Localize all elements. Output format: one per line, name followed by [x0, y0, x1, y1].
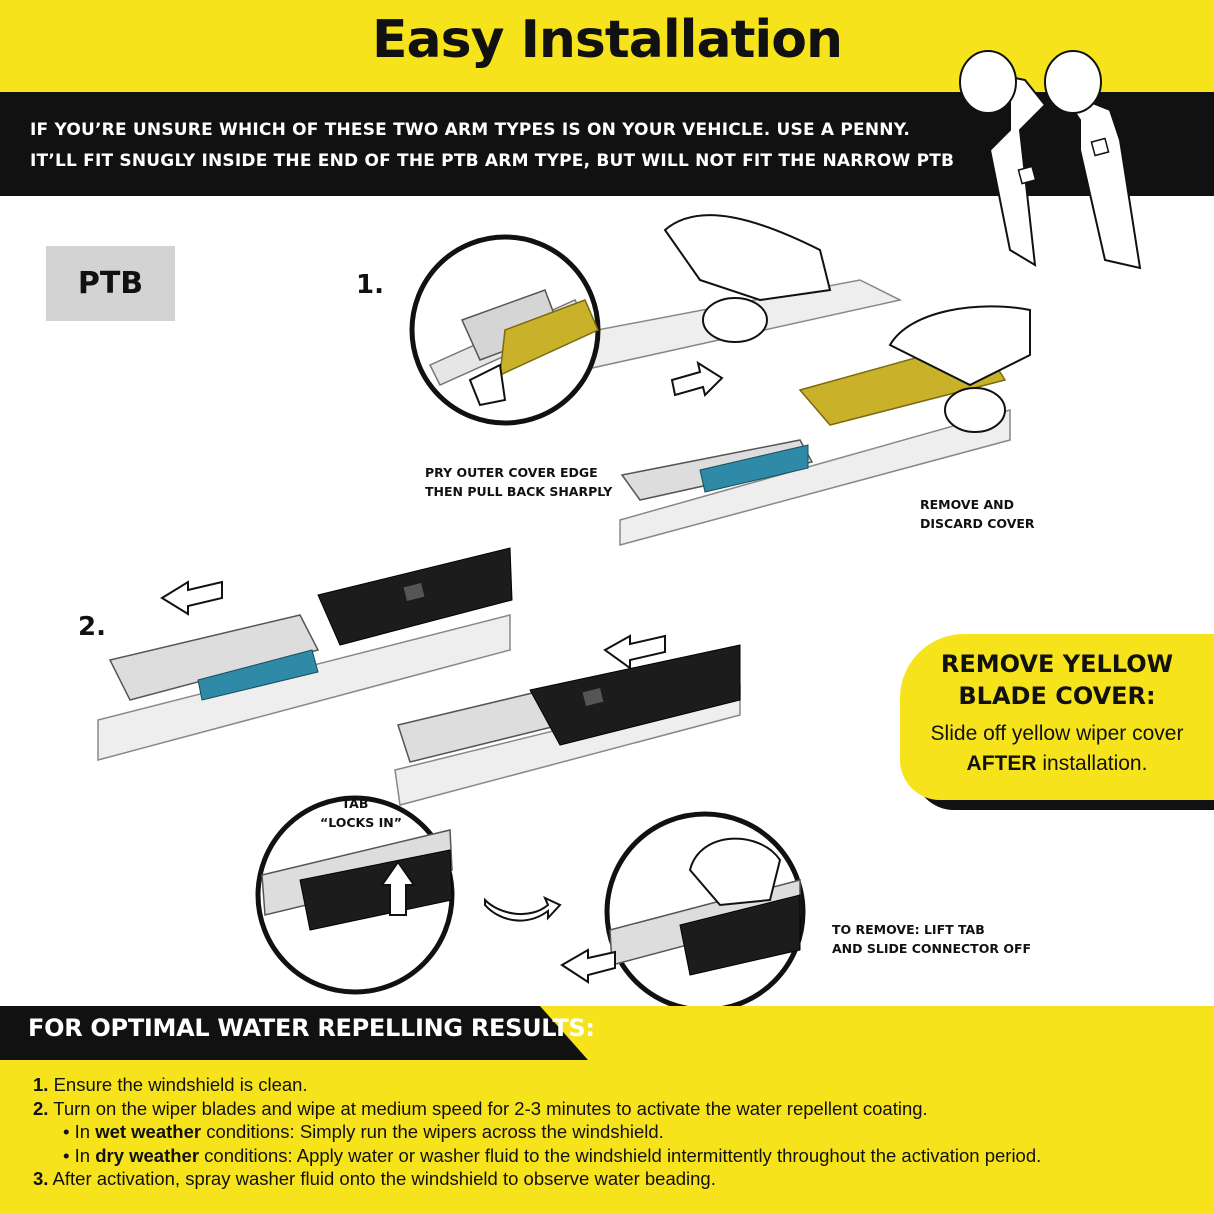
- callout-text-line-2: AFTER installation.: [900, 752, 1214, 776]
- step1-caption-remove-line-2: DISCARD COVER: [920, 516, 1035, 531]
- penny-arm-illustration: [959, 50, 1142, 270]
- step1-caption-pry-line-1: PRY OUTER COVER EDGE: [425, 465, 598, 480]
- list-item-text: Turn on the wiper blades and wipe at med…: [48, 1097, 928, 1119]
- arrow-right-icon: [670, 360, 724, 397]
- step1-caption-remove: REMOVE AND DISCARD COVER: [920, 495, 1035, 533]
- list-item: 3. After activation, spray washer fluid …: [33, 1167, 1203, 1191]
- results-heading: FOR OPTIMAL WATER REPELLING RESULTS:: [28, 1014, 595, 1042]
- list-item-number: 2.: [33, 1097, 49, 1119]
- bullet-prefix: • In: [63, 1144, 96, 1166]
- list-item: 1. Ensure the windshield is clean.: [33, 1073, 1203, 1097]
- remove-tab-caption-line-1: TO REMOVE: LIFT TAB: [832, 922, 985, 937]
- tab-locks-caption-line-1: TAB: [341, 796, 369, 811]
- callout-title-line-1: REMOVE YELLOW: [940, 650, 1174, 678]
- tab-lock-magnifier: [255, 795, 455, 995]
- list-item-number: 1.: [33, 1074, 49, 1095]
- list-subitem: • In wet weather conditions: Simply run …: [33, 1120, 1203, 1144]
- list-item-number: 3.: [33, 1168, 49, 1189]
- bullet-text: conditions: Simply run the wipers across…: [201, 1121, 664, 1142]
- curved-arrow-icon: [484, 895, 562, 922]
- callout-body: [900, 634, 1214, 800]
- slide-off-arrow-icon: [560, 948, 616, 984]
- step1-caption-remove-line-1: REMOVE AND: [920, 497, 1014, 512]
- bullet-prefix: • In: [63, 1121, 96, 1142]
- step1-caption-pry-line-2: THEN PULL BACK SHARPLY: [425, 484, 613, 499]
- remove-magnifier: [604, 811, 806, 1013]
- arrow-left-icon: [160, 580, 666, 670]
- callout-text-rest: installation.: [1036, 752, 1148, 775]
- step1-caption-pry: PRY OUTER COVER EDGE THEN PULL BACK SHAR…: [425, 463, 612, 501]
- callout-text-bold: AFTER: [966, 752, 1037, 775]
- notice-line-2: IT’LL FIT SNUGLY INSIDE THE END OF THE P…: [30, 151, 955, 171]
- list-subitem: • In dry weather conditions: Apply water…: [33, 1144, 1203, 1168]
- step2-assembly-b: [394, 644, 741, 806]
- bullet-emphasis: dry weather: [95, 1144, 200, 1166]
- notice-line-1: IF YOU’RE UNSURE WHICH OF THESE TWO ARM …: [30, 120, 911, 140]
- bullet-text: conditions: Apply water or washer fluid …: [199, 1144, 1042, 1166]
- step2-assembly-a: [97, 547, 513, 761]
- step-1-number: 1.: [356, 270, 384, 300]
- list-item: 2. Turn on the wiper blades and wipe at …: [33, 1097, 1203, 1121]
- callout-title-line-2: BLADE COVER:: [958, 682, 1156, 710]
- step-2-number: 2.: [78, 612, 106, 642]
- callout-text-line-1: Slide off yellow wiper cover: [930, 722, 1184, 745]
- tab-locks-caption: TAB “LOCKS IN”: [320, 794, 402, 832]
- list-item-text: After activation, spray washer fluid ont…: [48, 1168, 716, 1189]
- bullet-emphasis: wet weather: [95, 1121, 202, 1142]
- remove-tab-caption: TO REMOVE: LIFT TAB AND SLIDE CONNECTOR …: [832, 920, 1031, 958]
- arm-type-label: PTB: [46, 246, 175, 321]
- list-item-text: Ensure the windshield is clean.: [48, 1074, 308, 1095]
- tab-locks-caption-line-2: “LOCKS IN”: [320, 815, 402, 830]
- remove-tab-caption-line-2: AND SLIDE CONNECTOR OFF: [832, 941, 1032, 956]
- results-list: 1. Ensure the windshield is clean. 2. Tu…: [33, 1073, 1203, 1191]
- page-title: Easy Installation: [372, 10, 843, 70]
- step1-arm: [438, 214, 1031, 546]
- remove-cover-callout: REMOVE YELLOW BLADE COVER: Slide off yel…: [900, 634, 1214, 810]
- step1-magnifier: [409, 234, 601, 426]
